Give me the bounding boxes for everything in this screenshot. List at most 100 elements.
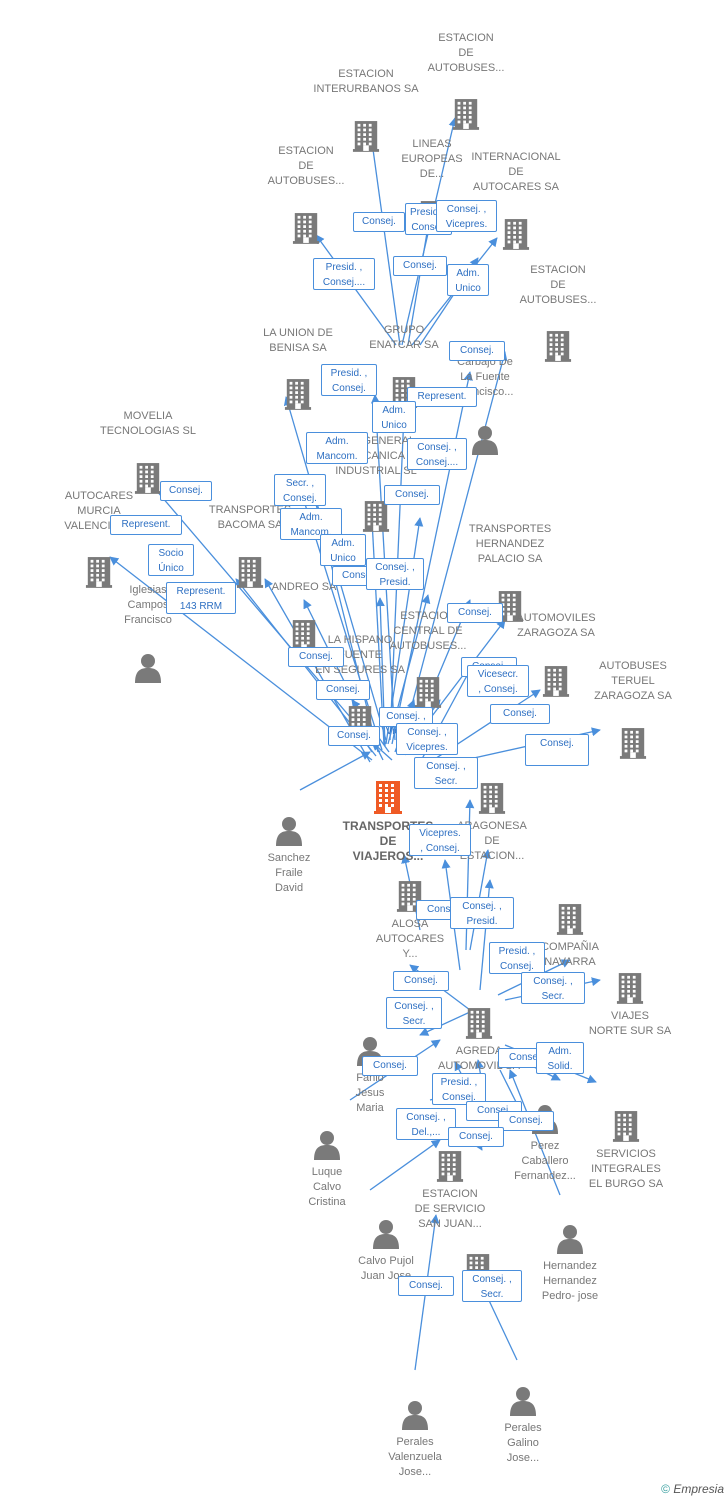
relation-label[interactable]: Consej. , Secr. — [521, 972, 585, 1004]
person-node[interactable]: Calvo Pujol Juan Jose — [321, 1219, 451, 1284]
building-icon — [323, 780, 453, 819]
building-icon — [241, 212, 371, 249]
building-icon — [34, 556, 164, 593]
edge-line — [407, 214, 434, 346]
relation-label[interactable]: Presid. , Consej. — [432, 1073, 486, 1105]
company-node[interactable]: VIAJES NORTE SUR SA — [565, 972, 695, 1039]
company-node[interactable]: MOVELIA TECNOLOGIAS SL — [83, 409, 213, 499]
relation-label[interactable]: Consej. , Consej.... — [407, 438, 467, 470]
person-icon — [505, 1224, 635, 1259]
relation-label[interactable]: Consej. , Vicepres. — [436, 200, 497, 232]
node-label: ARAGONESA DE ESTACION... — [457, 820, 527, 862]
relation-label[interactable]: Represent. — [407, 387, 477, 407]
company-node[interactable]: ESTACION DE AUTOBUSES... — [241, 144, 371, 249]
relation-label[interactable]: Consej. — [393, 256, 447, 276]
building-icon — [565, 972, 695, 1009]
person-node[interactable]: Luque Calvo Cristina — [262, 1130, 392, 1210]
edge-line — [417, 689, 541, 771]
relation-label[interactable]: Consej. — [448, 1127, 504, 1147]
building-icon — [301, 120, 431, 157]
company-node[interactable]: ESTACION DE AUTOBUSES... — [401, 31, 531, 135]
relation-label[interactable]: Adm. Unico — [372, 401, 416, 433]
company-node[interactable]: AUTOBUSES TERUEL ZARAGOZA SA — [568, 659, 698, 764]
person-node[interactable]: Perales Galino Jose... — [458, 1386, 588, 1466]
relation-label[interactable]: Consej. — [160, 481, 212, 501]
company-node[interactable]: ESTACION DE SERVICIO SAN JUAN... — [385, 1150, 515, 1232]
company-node[interactable]: ESTACION CENTRAL DE AUTOBUSES... — [363, 609, 493, 713]
company-node[interactable]: TRANSPORTES BACOMA SA — [185, 503, 315, 593]
relation-label[interactable]: Consej. , Secr. — [414, 757, 478, 789]
relation-label[interactable]: Consej. — [393, 971, 449, 991]
relation-label[interactable]: Consej. — [449, 341, 505, 361]
relation-label[interactable]: Consej. — [447, 603, 503, 623]
relation-label[interactable]: Represent. 143 RRM — [166, 582, 236, 614]
relation-label[interactable]: Adm. Unico — [447, 264, 489, 296]
node-label: ESTACION INTERURBANOS SA — [313, 68, 419, 95]
relation-label[interactable]: Consej. , Vicepres. — [396, 723, 458, 755]
company-node[interactable]: ALOSA AUTOCARES Y... — [345, 880, 475, 962]
relation-label[interactable]: Consej. — [525, 734, 589, 766]
company-node[interactable]: SERVICIOS INTEGRALES EL BURGO SA — [561, 1110, 691, 1192]
relation-label[interactable]: Consej. — [384, 485, 440, 505]
company-node[interactable]: ESTACION DE AUTOBUSES... — [493, 263, 623, 367]
person-node[interactable]: Perales Valenzuela Jose... — [350, 1400, 480, 1480]
relation-label[interactable]: Consej. , Presid. — [366, 558, 424, 590]
relation-label[interactable]: Vicesecr. , Consej. — [467, 665, 529, 697]
relation-label[interactable]: Socio Único — [148, 544, 194, 576]
relation-label[interactable]: Consej. — [288, 647, 344, 667]
relation-label[interactable]: Consej. , Presid. — [450, 897, 514, 929]
person-icon — [83, 653, 213, 688]
relation-label[interactable]: Consej. , Secr. — [386, 997, 442, 1029]
relation-label[interactable]: Presid. , Consej. — [321, 364, 377, 396]
relation-label[interactable]: Represent. — [110, 515, 182, 535]
center-company-node[interactable]: TRANSPORTES DE VIAJEROS... — [323, 780, 453, 864]
company-node[interactable]: ARAGONESA DE ESTACION... — [427, 782, 557, 864]
company-node[interactable]: GRUPO ENATCAR SA — [339, 323, 469, 413]
edge-line — [149, 482, 381, 753]
building-icon — [233, 378, 363, 415]
node-label: ESTACION DE AUTOBUSES... — [519, 264, 597, 306]
relation-label[interactable]: Vicepres. , Consej. — [409, 824, 471, 856]
building-icon — [311, 500, 441, 537]
relation-label[interactable]: Presid. , Consej. — [489, 942, 545, 974]
brand-logo[interactable]: Empresia — [673, 1482, 724, 1496]
building-icon — [83, 462, 213, 499]
company-node[interactable]: AUTOCARES MURCIA VALENCIA SL — [34, 489, 164, 593]
company-node[interactable]: INTERNACIONAL DE AUTOCARES SA — [451, 150, 581, 255]
relation-label[interactable]: Adm. Mancom. — [306, 432, 368, 464]
person-node[interactable]: Hernandez Hernandez Pedro- jose — [505, 1224, 635, 1304]
relation-label[interactable]: Consej. , Secr. — [462, 1270, 522, 1302]
relation-label[interactable]: Adm. Solid. — [536, 1042, 584, 1074]
node-label: VIAJES NORTE SUR SA — [588, 1010, 672, 1037]
relation-label[interactable]: Secr. , Consej. — [274, 474, 326, 506]
company-node[interactable]: LA UNION DE BENISA SA — [233, 326, 363, 415]
relation-label[interactable]: Consej. — [490, 704, 550, 724]
relation-label[interactable]: Presid. , Consej.... — [313, 258, 375, 290]
person-icon — [420, 425, 550, 460]
node-label: ESTACION DE AUTOBUSES... — [427, 32, 505, 74]
node-label: Sanchez Fraile David — [267, 852, 311, 894]
person-icon — [321, 1219, 451, 1254]
node-label: TRANSPORTES BACOMA SA — [208, 504, 292, 531]
node-label: ESTACION DE AUTOBUSES... — [267, 145, 345, 187]
relation-label[interactable]: Consej. — [316, 680, 370, 700]
company-node[interactable]: AGREDA AUTOMOVIL SA — [414, 1007, 544, 1074]
company-node[interactable]: AUTOMOVILES ZARAGOZA SA — [491, 611, 621, 702]
edge-line — [419, 1011, 471, 1036]
relation-label[interactable]: Consej. — [498, 1111, 554, 1131]
relation-label[interactable]: Consej. — [328, 726, 380, 746]
company-node[interactable]: TRANSPORTES HERNANDEZ PALACIO SA — [445, 522, 575, 627]
relation-label[interactable]: Consej. — [353, 212, 405, 232]
edge-line — [315, 234, 397, 346]
node-label: Fanlo Jesus Maria — [355, 1072, 385, 1114]
person-node[interactable]: Iglesias Campos Francisco — [83, 583, 213, 688]
company-node[interactable]: ANDREO SA — [239, 580, 369, 656]
company-node[interactable]: ESTACION INTERURBANOS SA — [301, 67, 431, 157]
building-icon — [401, 98, 531, 135]
relation-label[interactable]: Consej. — [362, 1056, 418, 1076]
node-label: TRANSPORTES HERNANDEZ PALACIO SA — [468, 523, 552, 565]
relation-label[interactable]: Consej. — [398, 1276, 454, 1296]
person-node[interactable]: Sanchez Fraile David — [224, 816, 354, 896]
relation-label[interactable]: Consej. , Del.,... — [396, 1108, 456, 1140]
relation-label[interactable]: Adm. Unico — [320, 534, 366, 566]
